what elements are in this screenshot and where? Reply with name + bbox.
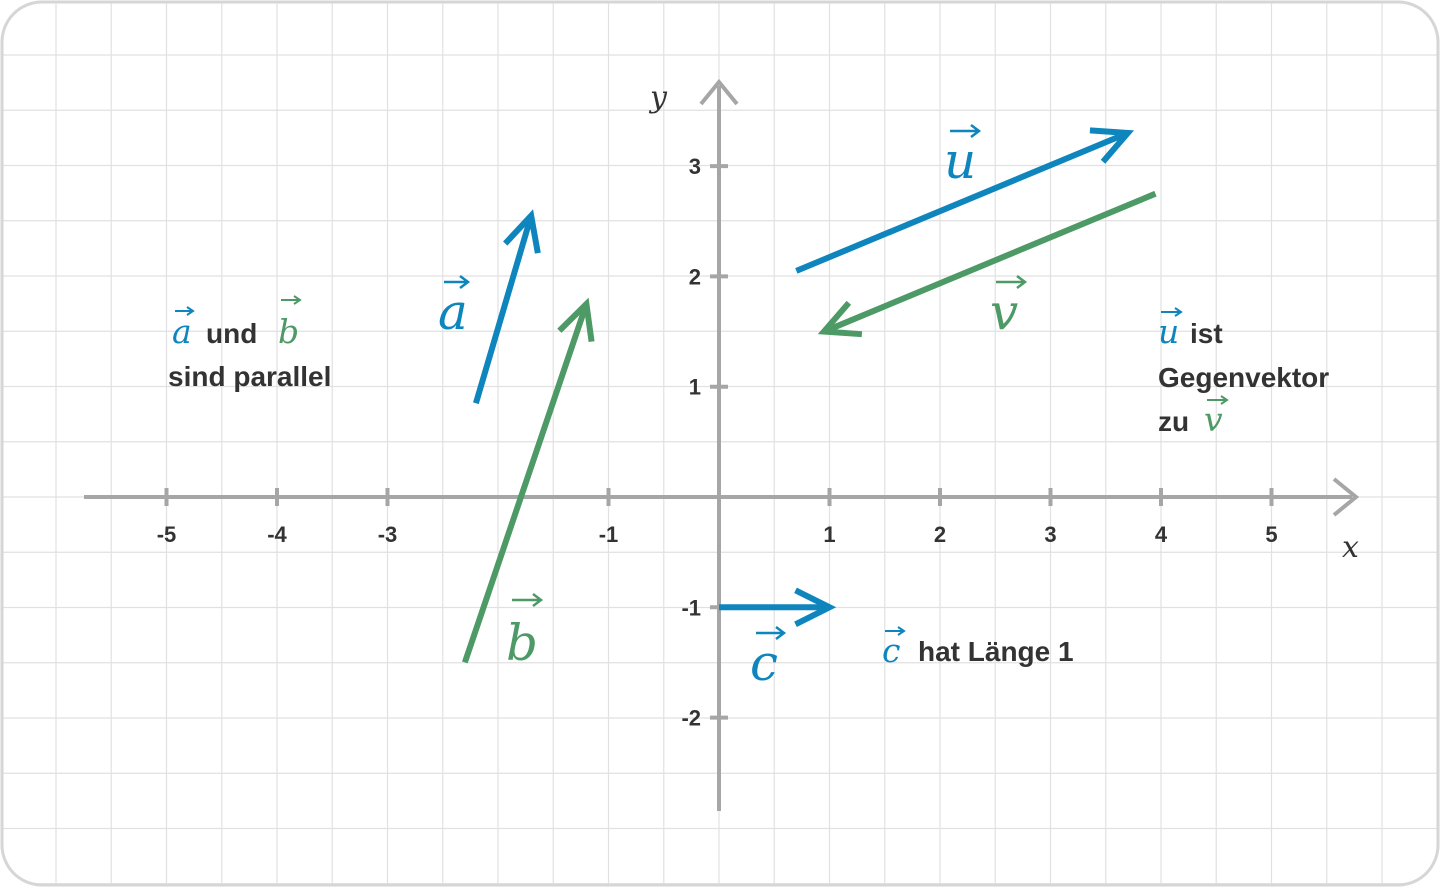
vector-c-accent-arrow: [756, 626, 787, 640]
annotation-parallel-sym-a: a: [172, 312, 192, 351]
x-tick-label: -5: [157, 522, 177, 547]
vector-u-name: u: [944, 132, 976, 190]
vector-v-arrowhead: [817, 300, 863, 338]
vector-b-shaft: [462, 303, 590, 664]
vector-label-b: b: [506, 593, 544, 672]
vector-label-c: c: [750, 626, 787, 692]
y-tick-label: 3: [689, 154, 701, 179]
vector-a-name: a: [438, 283, 468, 341]
vector-label-u: u: [944, 124, 982, 190]
vector-a: [473, 209, 541, 405]
x-axis-arrowhead: [1332, 477, 1360, 517]
annotation-length-text: hat Länge 1: [918, 636, 1074, 667]
vector-c: [719, 587, 837, 627]
y-axis-label: y: [648, 80, 668, 115]
vector-u-accent-arrow: [950, 124, 982, 138]
vector-c-arrowhead: [794, 587, 837, 627]
annotation-parallel-word: und: [206, 318, 257, 349]
vector-c-name: c: [750, 634, 778, 692]
x-tick-label: 2: [934, 522, 946, 547]
vector-u-arrowhead: [1089, 127, 1135, 164]
x-tick-label: 4: [1155, 522, 1168, 547]
x-axis-label: x: [1342, 530, 1359, 565]
y-axis-arrowhead: [699, 78, 739, 106]
annotation-opposite-line2: Gegenvektor: [1158, 362, 1329, 393]
vector-a-arrowhead: [503, 209, 541, 254]
vector-u-shaft: [795, 130, 1130, 274]
y-tick-label: -2: [681, 706, 701, 731]
annotation-opposite-line3-word: zu: [1158, 406, 1189, 437]
vector-b-arrowhead: [557, 297, 595, 343]
annotation-parallel-line2: sind parallel: [168, 361, 331, 392]
vectors: [462, 127, 1157, 664]
annotation-length: c hat Länge 1: [882, 626, 1074, 670]
x-tick-label: 1: [823, 522, 835, 547]
vector-a-shaft: [473, 214, 535, 405]
annotation-opposite-sym-v: v: [1204, 400, 1223, 439]
x-tick-label: -3: [378, 522, 398, 547]
annotation-parallel: a und b sind parallel: [168, 295, 331, 392]
vector-v-accent-arrow: [996, 275, 1028, 289]
y-axis: [699, 78, 739, 811]
x-tick-label: 5: [1265, 522, 1277, 547]
vector-b-accent-arrow: [512, 593, 544, 607]
y-axis-ticks: -2 -1 1 2 3: [681, 154, 728, 731]
vector-v: [817, 190, 1157, 338]
x-tick-label: -1: [599, 522, 619, 547]
annotation-length-sym-c: c: [882, 631, 900, 670]
y-tick-label: 1: [689, 375, 701, 400]
vector-u: [795, 127, 1135, 274]
x-tick-label: 3: [1044, 522, 1056, 547]
annotation-opposite: u ist Gegenvektor zu v: [1158, 307, 1329, 439]
vector-v-shaft: [822, 190, 1157, 335]
y-tick-label: 2: [689, 264, 701, 289]
y-tick-label: -1: [681, 595, 701, 620]
vector-label-v: v: [990, 275, 1028, 341]
vector-label-a: a: [438, 275, 471, 341]
annotation-opposite-sym-u: u: [1158, 312, 1179, 351]
vector-b-name: b: [506, 614, 538, 672]
vector-b: [462, 297, 595, 664]
x-tick-label: -4: [267, 522, 287, 547]
annotation-parallel-sym-b: b: [278, 312, 299, 351]
x-axis-ticks: -5 -4 -3 -1 1 2 3 4 5: [157, 488, 1278, 547]
annotation-opposite-word: ist: [1190, 318, 1223, 349]
vector-a-accent-arrow: [444, 275, 471, 289]
vector-v-name: v: [990, 283, 1018, 341]
